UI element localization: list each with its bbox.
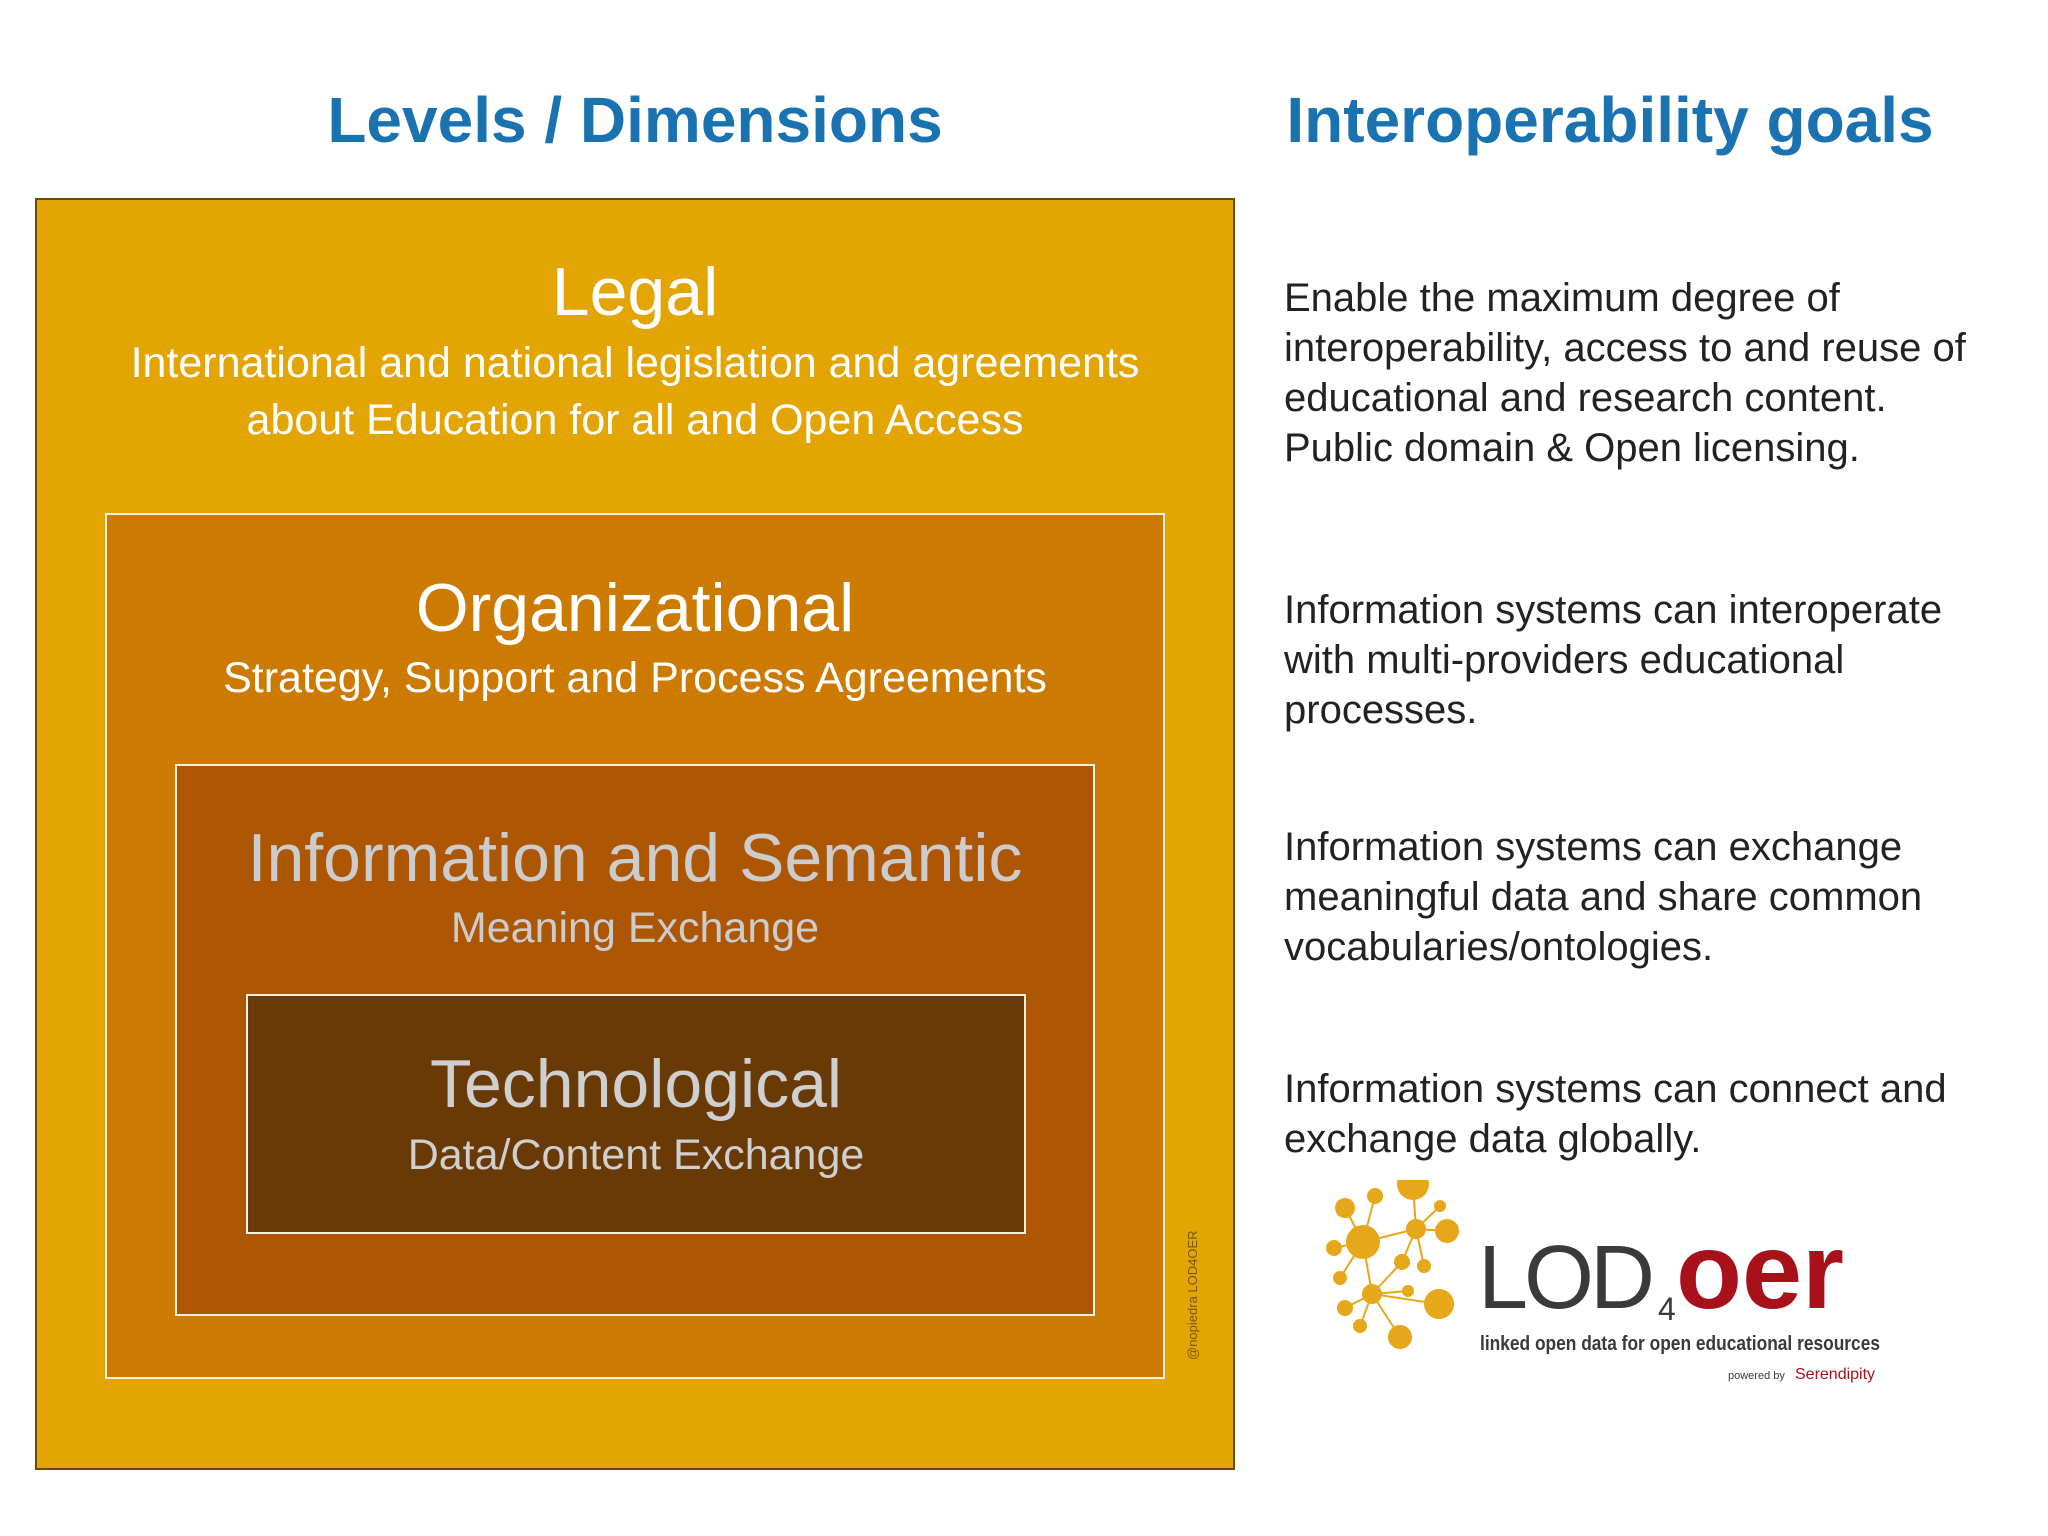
goal-line: Public domain & Open licensing. xyxy=(1284,426,1860,470)
levels-heading: Levels / Dimensions xyxy=(327,84,943,156)
logo-sub-four: 4 xyxy=(1658,1291,1676,1327)
goal-line: interoperability, access to and reuse of xyxy=(1284,326,1966,370)
organizational-description: Strategy, Support and Process Agreements xyxy=(223,654,1047,702)
goal-line: vocabularies/ontologies. xyxy=(1284,925,1714,969)
information-semantic-description: Meaning Exchange xyxy=(450,904,820,952)
goal-line: processes. xyxy=(1284,688,1478,732)
goal-line: exchange data globally. xyxy=(1284,1117,1702,1161)
logo-oer-text: oer xyxy=(1676,1210,1844,1331)
author-watermark: @nopiedra LOD4OER xyxy=(1185,1230,1200,1360)
network-nodes xyxy=(1326,1180,1459,1349)
organizational-title: Organizational xyxy=(415,570,855,646)
logo-tagline: linked open data for open educational re… xyxy=(1480,1333,1880,1355)
information-semantic-title: Information and Semantic xyxy=(247,820,1023,896)
technological-title: Technological xyxy=(429,1046,843,1122)
lod4oer-logo: LOD 4 oer linked open data for open educ… xyxy=(1326,1180,1880,1383)
information-semantic-goal: Information systems can exchange meaning… xyxy=(1284,822,2044,972)
technological-goal: Information systems can connect and exch… xyxy=(1284,1064,2044,1164)
goal-line: meaningful data and share common xyxy=(1284,875,1923,919)
legal-description: International and national legislation a… xyxy=(35,335,1235,449)
goal-line: Information systems can connect and xyxy=(1284,1067,1947,1111)
legal-title: Legal xyxy=(551,254,719,330)
goal-line: Information systems can interoperate xyxy=(1284,588,1943,632)
goal-line: Information systems can exchange xyxy=(1284,825,1903,869)
logo-brand-name: Serendipity xyxy=(1795,1366,1875,1383)
logo-lod-text: LOD xyxy=(1478,1228,1651,1328)
goal-line: with multi-providers educational xyxy=(1284,638,1845,682)
legal-description-line: about Education for all and Open Access xyxy=(246,396,1024,444)
goal-line: Enable the maximum degree of xyxy=(1284,276,1840,320)
technological-description: Data/Content Exchange xyxy=(407,1131,865,1179)
goal-line: educational and research content. xyxy=(1284,376,1887,420)
technological-level-box xyxy=(246,994,1026,1234)
organizational-goal: Information systems can interoperate wit… xyxy=(1284,585,2044,735)
goals-heading: Interoperability goals xyxy=(1286,84,1934,156)
logo-powered-by: powered by xyxy=(1728,1370,1785,1382)
legal-description-line: International and national legislation a… xyxy=(130,339,1140,387)
legal-goal: Enable the maximum degree of interoperab… xyxy=(1284,273,2044,473)
